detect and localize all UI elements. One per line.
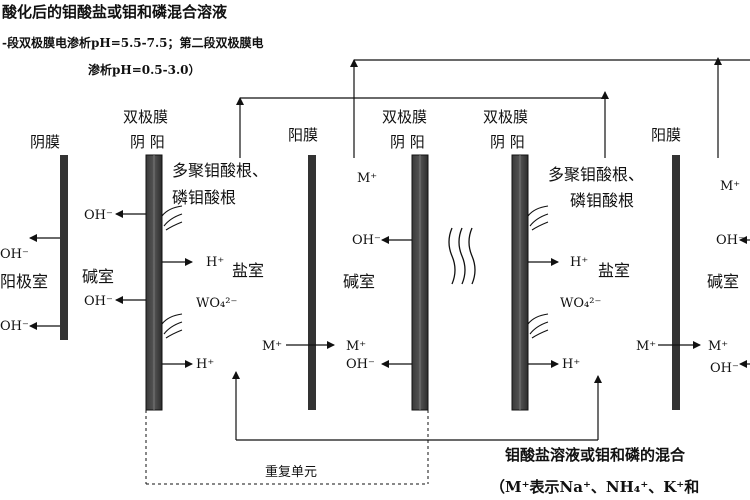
ion-oh-left-bottom: OH⁻: [0, 319, 29, 334]
header-line-3: 渗析pH=0.5-3.0）: [88, 62, 201, 77]
feed-description-line-2: （M⁺表示Na⁺、NH₄⁺、K⁺和: [490, 478, 699, 496]
ion-oh-base2-mid: OH⁻: [352, 233, 381, 248]
chamber-salt-2: 盐室: [598, 261, 630, 280]
anion-migration-arrows: [161, 205, 549, 339]
label-cation-membrane-2: 阳膜: [651, 126, 681, 144]
ion-oh-left-top: OH⁻: [0, 247, 29, 262]
ion-m-cat1-bottom-left: M⁺: [262, 339, 282, 354]
polymolybdate-label-2: 多聚钼酸根、: [548, 165, 644, 184]
product-flow-lines: [236, 57, 750, 158]
omission-wave-icon: [448, 227, 476, 285]
label-bipolar-membrane-1: 双极膜: [123, 108, 168, 126]
ion-h-salt1-bottom: H⁺: [196, 357, 214, 372]
cation-membrane-2: [672, 155, 680, 410]
ion-m-cat2-top: M⁺: [720, 179, 740, 194]
repeat-unit-bracket: [145, 410, 429, 485]
phosphomolybdate-label-1: 磷钼酸根: [172, 188, 236, 207]
ion-labels: OH⁻ OH⁻ OH⁻ OH⁻ H⁺ WO₄²⁻ H⁺ M⁺ M⁺ M⁺ OH⁻…: [0, 171, 745, 376]
cation-membrane-1: [308, 155, 316, 410]
label-bipolar-membrane-2: 双极膜: [382, 108, 427, 126]
label-bipolar-sides-3: 阴 阳: [490, 133, 525, 151]
ion-oh-base1-top: OH⁻: [84, 208, 113, 223]
ion-wo4-salt1: WO₄²⁻: [196, 296, 237, 311]
chamber-base-3: 碱室: [707, 272, 739, 291]
ion-oh-base2-bottom: OH⁻: [346, 357, 375, 372]
chamber-anode: 阳极室: [0, 272, 48, 291]
chamber-salt-1: 盐室: [232, 261, 264, 280]
ion-m-cat2-bottom-left: M⁺: [636, 339, 656, 354]
ion-oh-base3-mid: OH⁻: [716, 233, 745, 248]
ion-m-cat1-bottom-right: M⁺: [346, 339, 366, 354]
phosphomolybdate-label-2: 磷钼酸根: [570, 191, 634, 210]
chamber-base-2: 碱室: [343, 272, 375, 291]
polymolybdate-label-1: 多聚钼酸根、: [172, 161, 268, 180]
ion-h-salt2-top: H⁺: [570, 255, 588, 270]
ion-m-cat1-top: M⁺: [357, 171, 377, 186]
label-cation-membrane-1: 阳膜: [288, 126, 318, 144]
feed-flow-lines: [232, 371, 602, 441]
header-line-1: 酸化后的钼酸盐或钼和磷混合溶液: [2, 3, 228, 21]
ion-arrows: [29, 210, 750, 368]
label-anion-membrane-1: 阴膜: [30, 133, 60, 151]
ion-h-salt2-bottom: H⁺: [562, 357, 580, 372]
ion-wo4-salt2: WO₄²⁻: [560, 296, 601, 311]
repeat-unit-label: 重复单元: [265, 464, 317, 480]
anion-membrane-1: [60, 155, 68, 340]
ion-h-salt1-top: H⁺: [206, 255, 224, 270]
ion-oh-base1-bottom: OH⁻: [84, 294, 113, 309]
ion-oh-base3-bottom: OH⁻: [710, 361, 739, 376]
chamber-base-1: 碱室: [82, 267, 114, 286]
label-bipolar-sides-2: 阴 阳: [390, 133, 425, 151]
feed-description-line-1: 钼酸盐溶液或钼和磷的混合: [505, 446, 686, 464]
label-bipolar-sides-1: 阴 阳: [130, 133, 165, 151]
label-bipolar-membrane-3: 双极膜: [483, 108, 528, 126]
ion-m-cat2-bottom-right: M⁺: [708, 339, 728, 354]
header-line-2: -段双极膜电渗析pH=5.5-7.5；第二段双极膜电: [2, 35, 264, 50]
